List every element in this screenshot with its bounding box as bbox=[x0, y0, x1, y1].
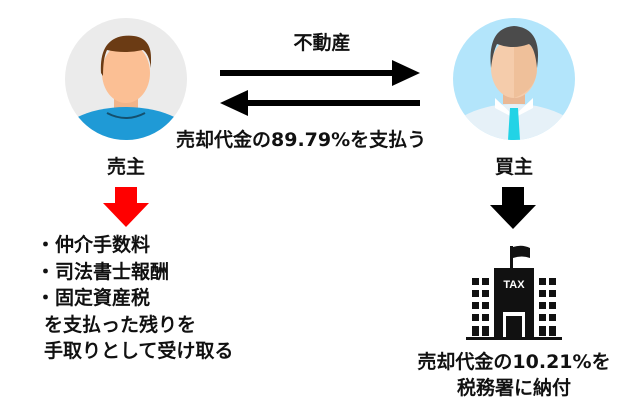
buyer-avatar bbox=[453, 18, 575, 140]
tax-office-building-icon: TAX bbox=[466, 245, 562, 340]
red-down-arrow-icon bbox=[103, 187, 149, 227]
tax-sign: TAX bbox=[503, 279, 525, 291]
tax-note-line2: 税務署に納付 bbox=[456, 377, 572, 399]
arrow-left-icon bbox=[220, 90, 420, 116]
deduction-item: ・固定資産税 bbox=[36, 287, 151, 309]
seller-note-line2: 手取りとして受け取る bbox=[44, 340, 234, 362]
buyer-label: 買主 bbox=[494, 156, 534, 178]
tax-note-line1: 売却代金の10.21%を bbox=[417, 351, 611, 373]
property-label: 不動産 bbox=[293, 32, 351, 54]
deduction-item: ・司法書士報酬 bbox=[36, 261, 170, 283]
seller-note-line1: を支払った残りを bbox=[44, 314, 197, 336]
payment-label: 売却代金の89.79%を支払う bbox=[176, 129, 427, 151]
black-down-arrow-icon bbox=[490, 187, 536, 229]
deduction-item: ・仲介手数料 bbox=[36, 234, 151, 256]
seller-avatar bbox=[65, 18, 187, 140]
seller-label: 売主 bbox=[106, 156, 146, 178]
arrow-right-icon bbox=[220, 60, 420, 86]
